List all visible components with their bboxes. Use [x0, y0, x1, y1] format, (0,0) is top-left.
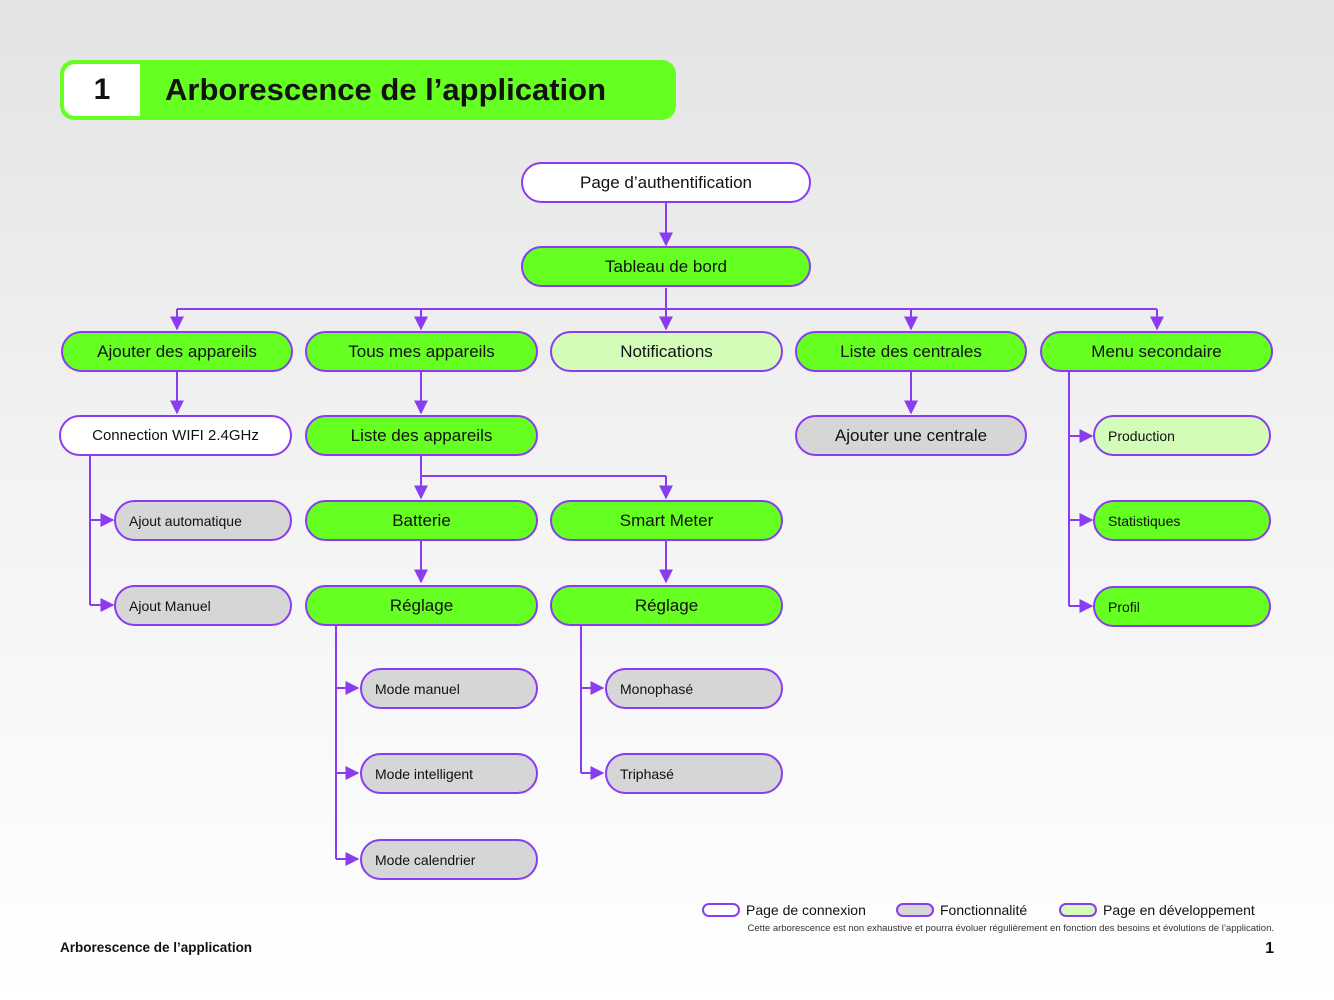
legend-swatch-grey	[896, 903, 934, 917]
disclaimer-note: Cette arborescence est non exhaustive et…	[747, 923, 1274, 934]
node-auto-add[interactable]: Ajout automatique	[114, 500, 292, 541]
node-battery-settings[interactable]: Réglage	[305, 585, 538, 626]
legend-item-login-page: Page de connexion	[702, 902, 866, 918]
legend-swatch-light-green	[1059, 903, 1097, 917]
node-wifi-connection[interactable]: Connection WIFI 2.4GHz	[59, 415, 292, 456]
node-meter-settings[interactable]: Réglage	[550, 585, 783, 626]
section-title-bar: 1 Arborescence de l’application	[60, 60, 676, 120]
node-profile[interactable]: Profil	[1093, 586, 1271, 627]
node-production[interactable]: Production	[1093, 415, 1271, 456]
section-number: 1	[64, 64, 140, 116]
node-single-phase[interactable]: Monophasé	[605, 668, 783, 709]
node-battery[interactable]: Batterie	[305, 500, 538, 541]
node-secondary-menu[interactable]: Menu secondaire	[1040, 331, 1273, 372]
legend-label: Page en développement	[1103, 902, 1255, 918]
footer-page-number: 1	[1265, 940, 1274, 957]
node-statistics[interactable]: Statistiques	[1093, 500, 1271, 541]
node-plants-list[interactable]: Liste des centrales	[795, 331, 1027, 372]
footer-title: Arborescence de l’application	[60, 940, 253, 955]
node-notifications[interactable]: Notifications	[550, 331, 783, 372]
node-manual-add[interactable]: Ajout Manuel	[114, 585, 292, 626]
node-all-my-devices[interactable]: Tous mes appareils	[305, 331, 538, 372]
page-title: Arborescence de l’application	[165, 72, 607, 107]
node-smart-meter[interactable]: Smart Meter	[550, 500, 783, 541]
node-smart-mode[interactable]: Mode intelligent	[360, 753, 538, 794]
node-three-phase[interactable]: Triphasé	[605, 753, 783, 794]
legend-label: Fonctionnalité	[940, 902, 1028, 918]
legend-item-in-development: Page en développement	[1059, 902, 1255, 918]
node-calendar-mode[interactable]: Mode calendrier	[360, 839, 538, 880]
node-devices-list[interactable]: Liste des appareils	[305, 415, 538, 456]
node-dashboard[interactable]: Tableau de bord	[521, 246, 811, 287]
node-manual-mode[interactable]: Mode manuel	[360, 668, 538, 709]
node-add-devices[interactable]: Ajouter des appareils	[61, 331, 293, 372]
node-authentication-page[interactable]: Page d’authentification	[521, 162, 811, 203]
legend-label: Page de connexion	[746, 902, 866, 918]
legend-item-feature: Fonctionnalité	[896, 902, 1027, 918]
legend-swatch-white	[702, 903, 740, 917]
node-add-plant[interactable]: Ajouter une centrale	[795, 415, 1027, 456]
